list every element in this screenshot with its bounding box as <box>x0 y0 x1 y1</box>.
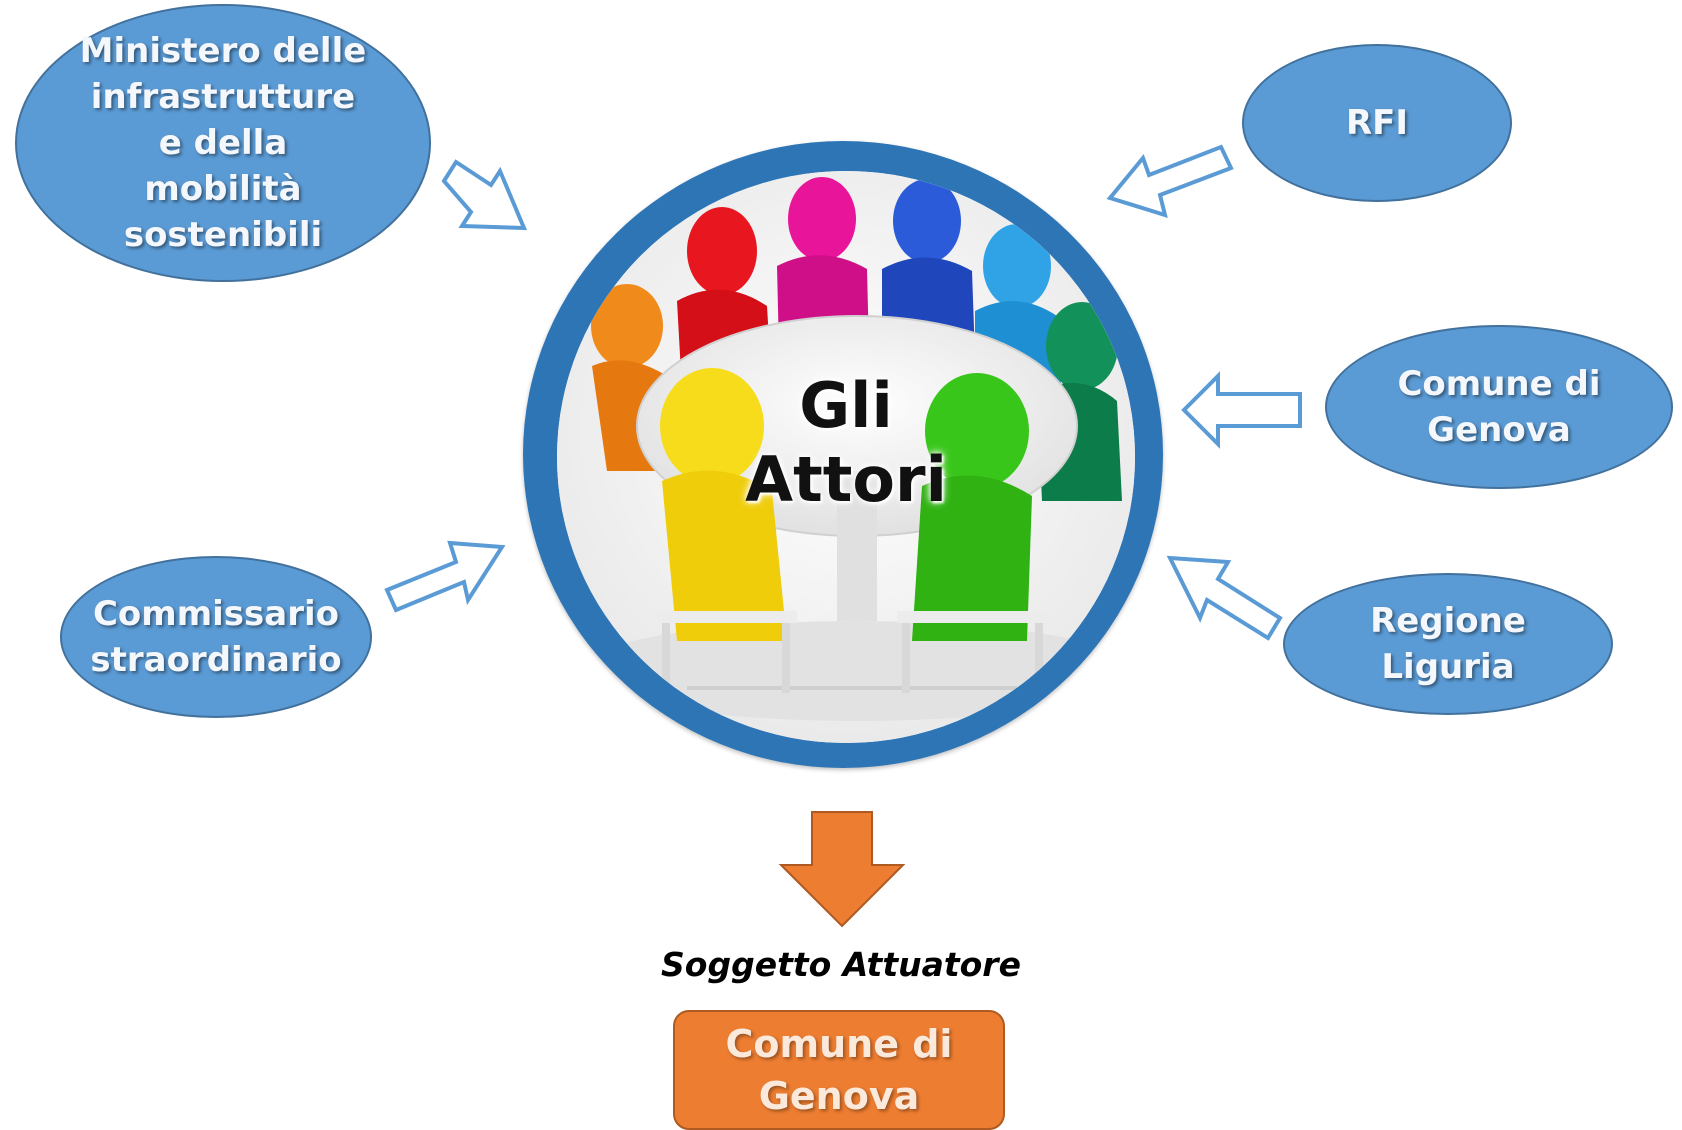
actor-regione-liguria-label: Regione Liguria <box>1370 601 1526 687</box>
actor-ministero: Ministero delle infrastrutture e della m… <box>15 4 431 282</box>
actor-comune-genova: Comune di Genova <box>1325 325 1673 489</box>
implementer-box: Comune di Genova <box>673 1010 1005 1130</box>
actor-commissario: Commissario straordinario <box>60 556 372 718</box>
arrow-regione-liguria-icon <box>1166 555 1283 641</box>
implementer-caption: Soggetto Attuatore <box>661 945 1021 984</box>
arrow-rfi-icon <box>1106 144 1234 218</box>
implementer-label: Comune di Genova <box>725 1022 953 1118</box>
arrow-ministero-icon <box>441 159 528 231</box>
down-arrow-icon <box>778 811 906 928</box>
actor-ministero-label: Ministero delle infrastrutture e della m… <box>79 31 367 255</box>
center-circle: Gli Attori <box>523 141 1163 768</box>
actor-rfi: RFI <box>1242 44 1512 202</box>
people-around-table-icon: Gli Attori <box>557 171 1135 743</box>
actor-regione-liguria: Regione Liguria <box>1283 573 1613 715</box>
center-title-line1: Gli <box>799 369 893 442</box>
arrow-commissario-icon <box>384 540 506 613</box>
arrow-comune-genova-icon <box>1181 371 1302 449</box>
center-title-line2: Attori <box>745 443 947 516</box>
actor-rfi-label: RFI <box>1345 103 1409 143</box>
actor-commissario-label: Commissario straordinario <box>90 594 342 680</box>
actor-comune-genova-label: Comune di Genova <box>1397 364 1601 450</box>
